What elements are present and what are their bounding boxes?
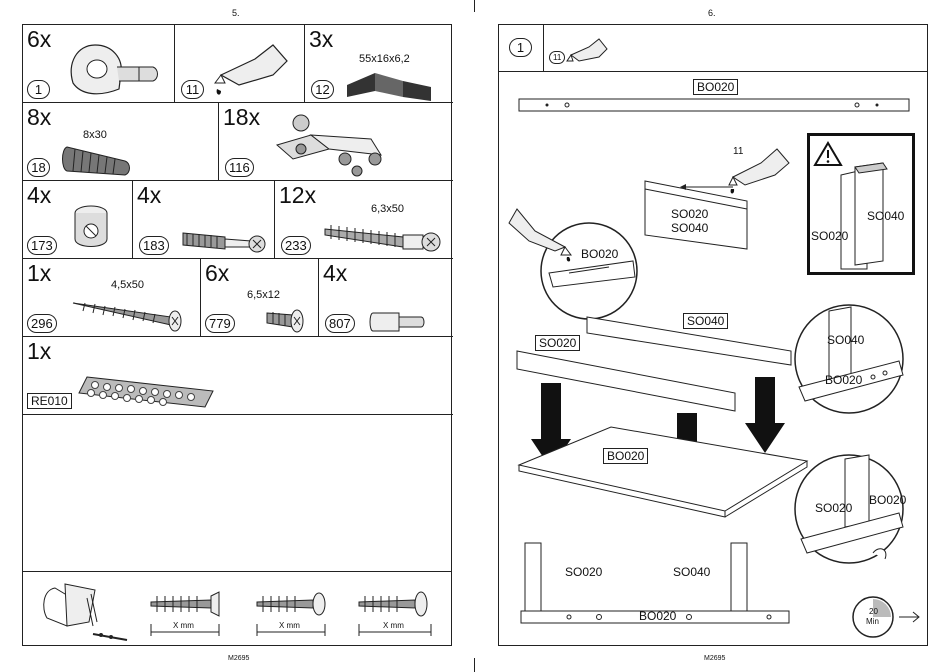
part-qty: 1x xyxy=(27,338,51,364)
part-id-badge: 1 xyxy=(27,80,50,99)
bottom-panel-base-drawing xyxy=(515,421,815,521)
short-screw-icon xyxy=(265,303,315,337)
part-cell-18: 8x 8x30 18 xyxy=(23,103,219,181)
part-id-badge: 233 xyxy=(281,236,311,255)
cam-lock-icon xyxy=(59,33,169,103)
panel-label-bo020-base: BO020 xyxy=(603,448,648,464)
shelf-support-icon xyxy=(369,309,439,339)
elevation-label-so040: SO040 xyxy=(673,565,710,579)
glue-tube-icon xyxy=(215,39,295,99)
screw-guide-label: X mm xyxy=(279,621,300,630)
wall-plug-icon xyxy=(35,578,135,648)
part-qty: 18x xyxy=(223,104,260,130)
part-cell-779: 6x 6,5x12 779 xyxy=(201,259,319,337)
screw-guide-strip: X mm X mm X mm xyxy=(23,571,451,646)
left-footer-code: M2695 xyxy=(228,655,249,662)
adhesive-pads-icon xyxy=(79,373,219,413)
part-id-label: RE010 xyxy=(27,393,72,409)
joint-detail-zoom-bottom xyxy=(789,449,929,569)
bottom-panel-drawing xyxy=(517,97,917,117)
part-cell-233: 12x 6,3x50 233 xyxy=(275,181,453,259)
screw-guide-label: X mm xyxy=(383,621,404,630)
glue-tube-icon xyxy=(565,35,615,65)
dowel-icon xyxy=(61,143,141,179)
part-cell-296: 1x 4,5x50 296 xyxy=(23,259,201,337)
zoom-top-label-bo020: BO020 xyxy=(825,373,862,387)
part-cell-1: 6x 1 xyxy=(23,25,175,103)
screw-guide-label: X mm xyxy=(173,621,194,630)
left-page-number: 5. xyxy=(232,8,240,18)
glue-label-so040: SO040 xyxy=(671,221,708,235)
right-footer-code: M2695 xyxy=(704,655,725,662)
warning-label-so020: SO020 xyxy=(811,229,848,243)
part-id-badge: 807 xyxy=(325,314,355,333)
part-cell-116: 18x 116 xyxy=(219,103,453,181)
elevation-label-bo020: BO020 xyxy=(639,609,676,623)
screw-guide-icon xyxy=(149,584,229,644)
part-dimension: 4,5x50 xyxy=(111,279,144,291)
zoom-top-label-so040: SO040 xyxy=(827,333,864,347)
wedge-shims-icon xyxy=(345,65,445,105)
part-id-badge: 116 xyxy=(225,158,254,177)
euro-screw-icon xyxy=(323,217,443,257)
part-id-badge: 173 xyxy=(27,236,57,255)
warning-label-so040: SO040 xyxy=(867,209,904,223)
step-header: 1 11 xyxy=(499,25,927,72)
part-dimension: 8x30 xyxy=(83,129,107,141)
right-step-sheet: 1 11 BO020 SO020 SO040 11 SO020 SO040 xyxy=(498,24,928,646)
connector-bolt-icon xyxy=(181,223,271,263)
part-qty: 6x xyxy=(27,26,51,52)
part-cell-11: 11 xyxy=(175,25,305,103)
zoom-bottom-label-so020: SO020 xyxy=(815,501,852,515)
elevation-label-so020: SO020 xyxy=(565,565,602,579)
part-cell-re010: 1x RE010 xyxy=(23,337,453,415)
part-cell-183: 4x 183 xyxy=(133,181,275,259)
part-qty: 3x xyxy=(309,26,333,52)
part-cell-12: 3x 55x16x6,2 12 xyxy=(305,25,453,103)
part-id-badge: 18 xyxy=(27,158,50,177)
zoom-label-bo020: BO020 xyxy=(581,247,618,261)
part-id-badge: 779 xyxy=(205,314,235,333)
part-qty: 8x xyxy=(27,104,51,130)
part-qty: 1x xyxy=(27,260,51,286)
part-id-badge: 296 xyxy=(27,314,57,333)
part-cell-807: 4x 807 xyxy=(319,259,453,337)
part-qty: 6x xyxy=(205,260,229,286)
hinge-icon xyxy=(271,109,401,179)
wood-screw-icon xyxy=(71,293,191,333)
glue-tube-drawing xyxy=(505,201,585,261)
glue-ref-badge: 11 xyxy=(549,51,565,64)
joint-detail-zoom-top xyxy=(789,301,929,421)
step-number-badge: 1 xyxy=(509,38,532,57)
screw-guide-icon xyxy=(255,584,335,644)
timer-unit: Min xyxy=(866,615,879,629)
zoom-bottom-label-bo020: BO020 xyxy=(869,493,906,507)
part-id-badge: 11 xyxy=(181,80,204,99)
part-dimension: 6,5x12 xyxy=(247,289,280,301)
left-parts-sheet: 6x 1 11 3x 55x16x6,2 12 8x 8x30 18 xyxy=(22,24,452,646)
part-dimension: 55x16x6,2 xyxy=(359,53,410,65)
part-dimension: 6,3x50 xyxy=(371,203,404,215)
panel-label-bo020-top: BO020 xyxy=(693,79,738,95)
part-id-badge: 12 xyxy=(311,80,334,99)
crop-mark xyxy=(474,0,475,12)
right-page-number: 6. xyxy=(708,8,716,18)
crop-mark xyxy=(474,658,475,672)
part-qty: 4x xyxy=(27,182,51,208)
cam-fitting-icon xyxy=(69,203,129,253)
screw-guide-icon xyxy=(357,584,437,644)
part-qty: 12x xyxy=(279,182,316,208)
clock-icon xyxy=(851,593,923,641)
glue-callout: 11 xyxy=(733,145,743,159)
part-cell-173: 4x 173 xyxy=(23,181,133,259)
glue-label-so020: SO020 xyxy=(671,207,708,221)
part-qty: 4x xyxy=(137,182,161,208)
part-id-badge: 183 xyxy=(139,236,169,255)
part-qty: 4x xyxy=(323,260,347,286)
